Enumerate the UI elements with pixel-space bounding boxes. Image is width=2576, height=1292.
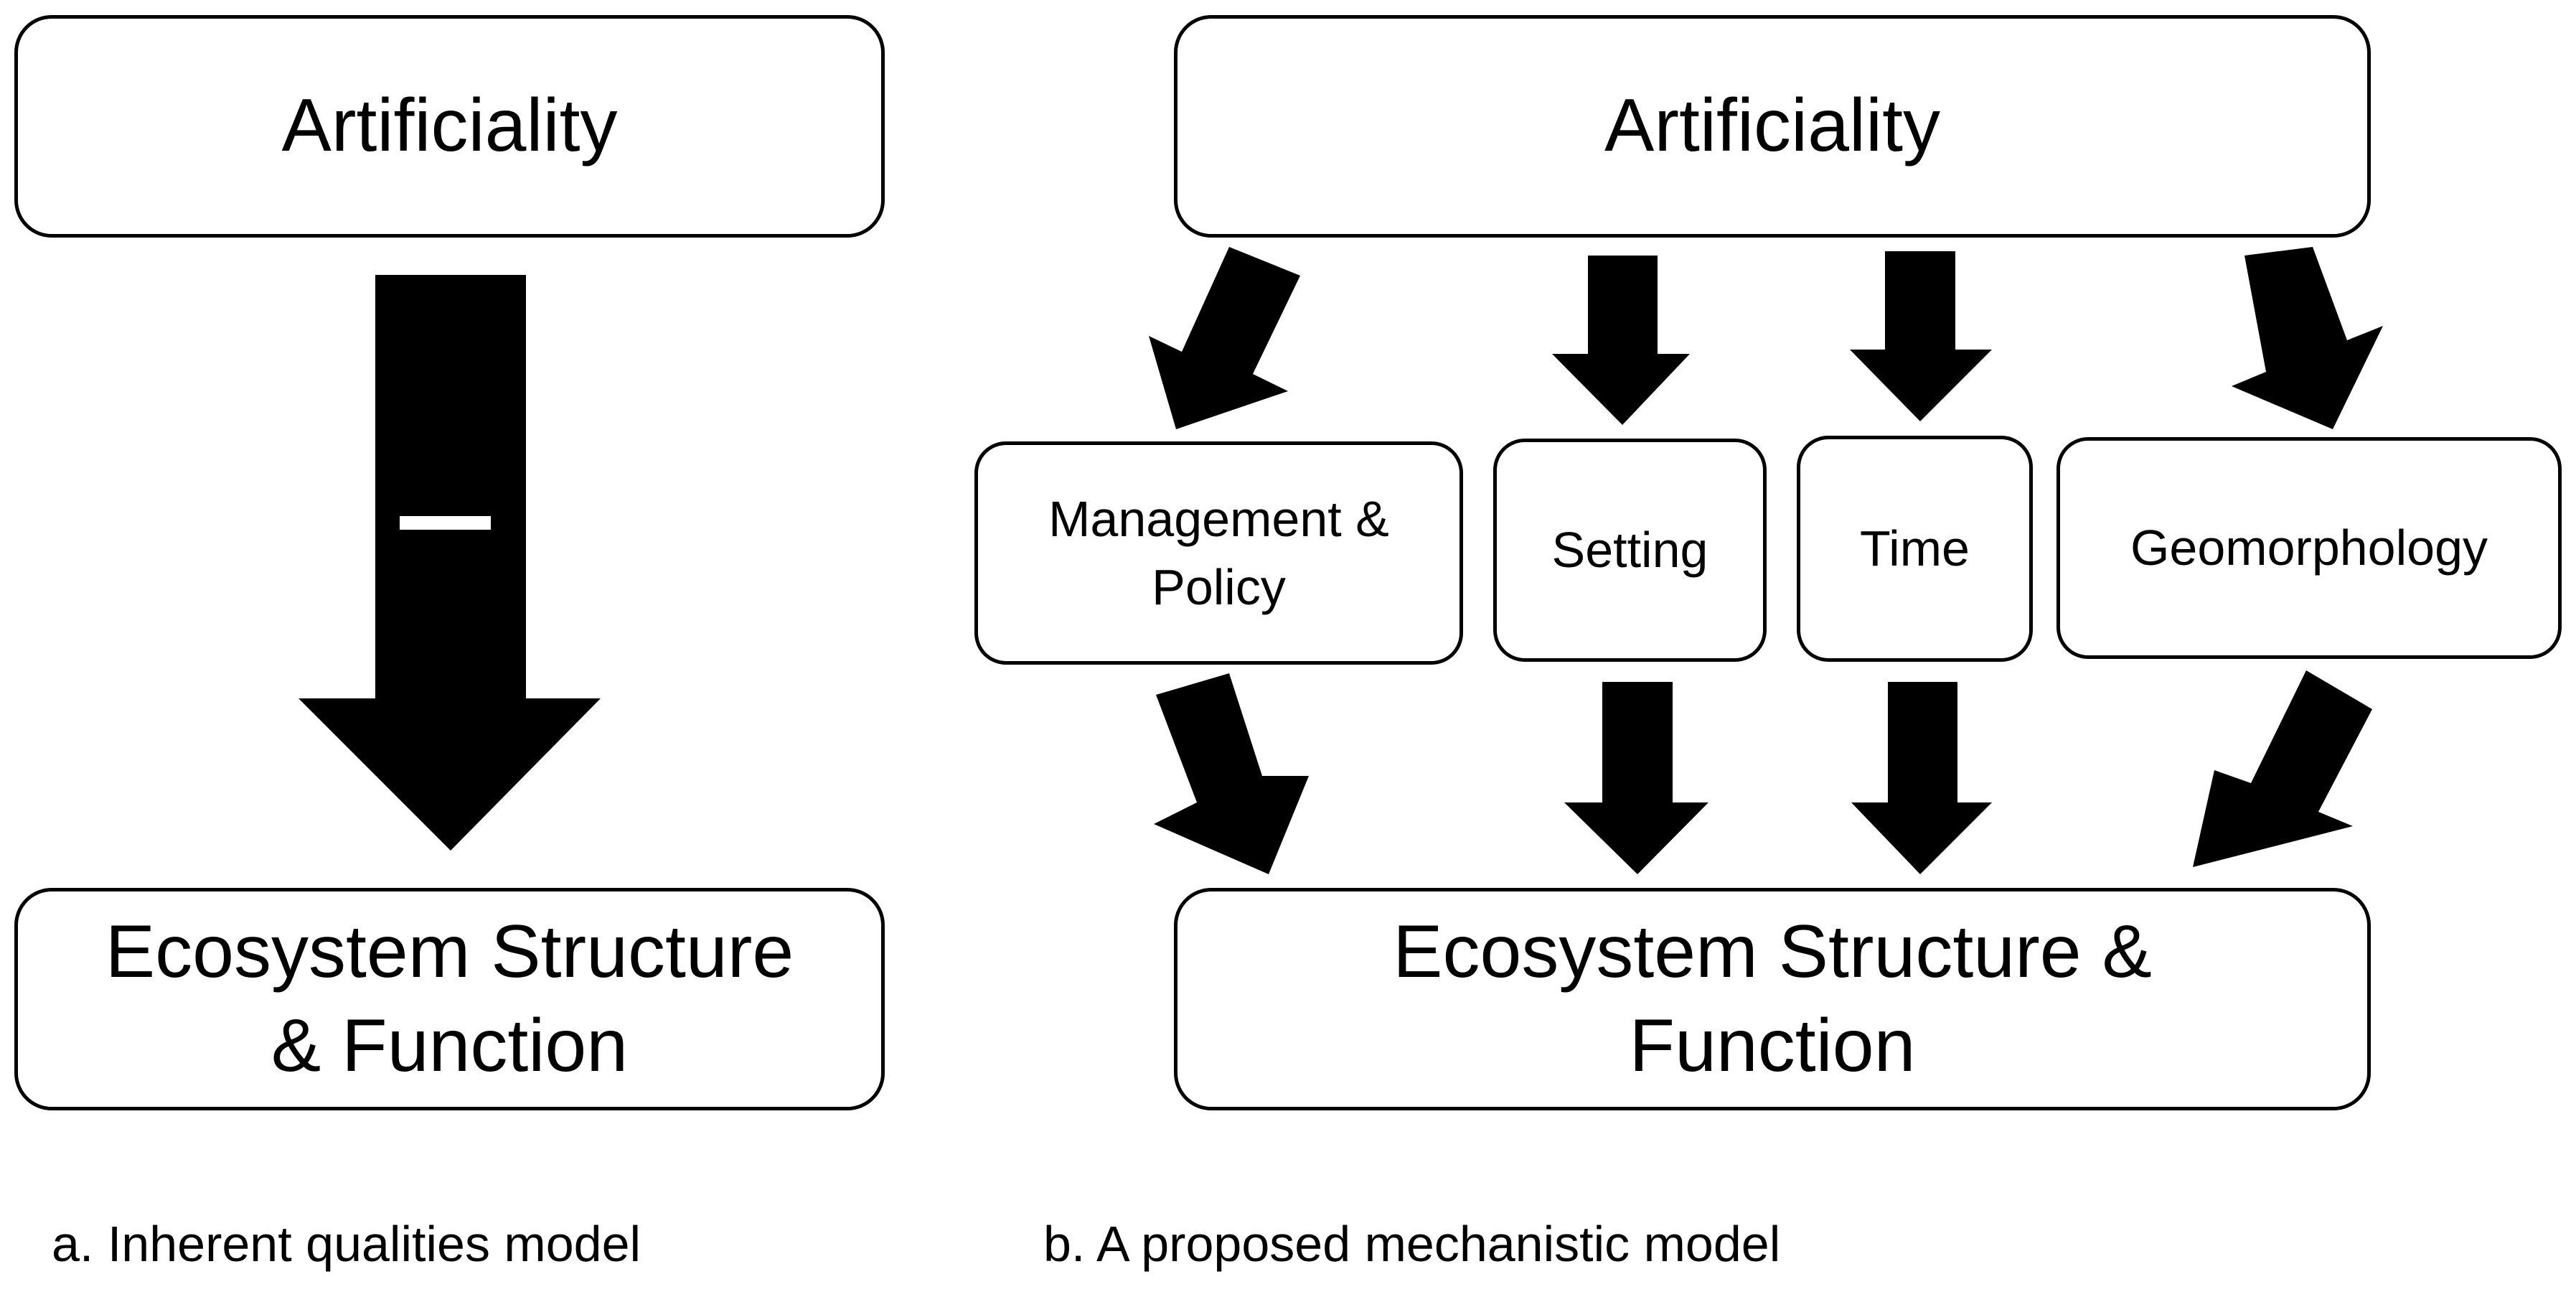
panel-a-ecosystem-line2: & Function [271, 1004, 629, 1087]
panel-a-ecosystem-label: Ecosystem Structure & Function [105, 905, 794, 1093]
panel-b-ecosystem-box: Ecosystem Structure & Function [1174, 888, 2371, 1110]
panel-a-negative-sign [400, 516, 491, 530]
mediator-management-line1: Management & [1048, 491, 1389, 547]
panel-b-ecosystem-line1: Ecosystem Structure & [1393, 909, 2152, 993]
panel-b-ecosystem-label: Ecosystem Structure & Function [1393, 905, 2152, 1093]
panel-a-caption: a. Inherent qualities model [52, 1216, 641, 1272]
arrow-artificiality-to-management [1149, 247, 1300, 429]
mediator-management-policy-label: Management & Policy [1048, 485, 1389, 621]
mediator-management-policy-box: Management & Policy [974, 441, 1463, 665]
panel-b-ecosystem-line2: Function [1629, 1004, 1916, 1087]
arrow-artificiality-to-geomorphology [2232, 247, 2383, 429]
mediator-geomorphology-box: Geomorphology [2056, 437, 2562, 659]
arrow-time-to-ecosystem [1851, 682, 1992, 874]
mediator-geomorphology-label: Geomorphology [2130, 520, 2488, 576]
panel-a-artificiality-label: Artificiality [281, 84, 618, 168]
panel-a-arrow [299, 275, 601, 851]
mediator-setting-label: Setting [1551, 522, 1708, 579]
mediator-setting-box: Setting [1493, 439, 1767, 662]
panel-b-artificiality-box: Artificiality [1174, 15, 2371, 238]
panel-a-ecosystem-box: Ecosystem Structure & Function [14, 888, 885, 1110]
arrow-artificiality-to-time [1850, 251, 1992, 421]
panel-a-ecosystem-line1: Ecosystem Structure [105, 909, 794, 993]
arrow-management-to-ecosystem [1154, 673, 1309, 874]
arrow-setting-to-ecosystem [1564, 682, 1708, 874]
arrow-geomorphology-to-ecosystem [2193, 670, 2372, 867]
panel-a-artificiality-box: Artificiality [14, 15, 885, 238]
mediator-management-line2: Policy [1152, 558, 1286, 615]
mediator-time-label: Time [1860, 520, 1970, 577]
arrow-artificiality-to-setting [1552, 256, 1690, 425]
panel-b-caption: b. A proposed mechanistic model [1043, 1216, 1781, 1272]
mediator-time-box: Time [1797, 436, 2033, 662]
panel-b-artificiality-label: Artificiality [1604, 84, 1941, 168]
